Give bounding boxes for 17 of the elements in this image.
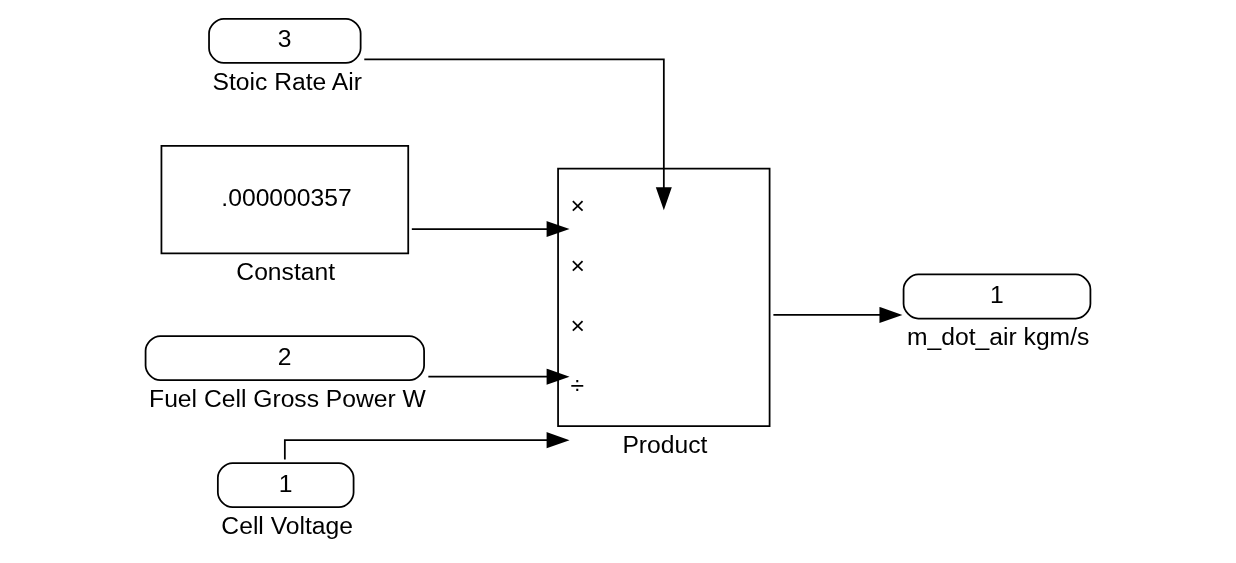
arrow bbox=[363, 58, 672, 211]
node-label: Fuel Cell Gross Power W bbox=[149, 385, 426, 413]
node-label: Constant bbox=[236, 258, 336, 286]
node-label: m_dot_air kgm/s bbox=[907, 323, 1090, 351]
node-label: Stoic Rate Air bbox=[212, 67, 362, 95]
node-box: 3 bbox=[208, 17, 362, 64]
node-box: 1 bbox=[902, 273, 1092, 320]
arrow bbox=[283, 432, 570, 461]
arrow bbox=[772, 306, 903, 324]
arrow bbox=[410, 221, 570, 238]
node-box: 2 bbox=[144, 335, 425, 382]
node-box: × × × ÷ bbox=[557, 167, 771, 427]
node-box: .000000357 bbox=[160, 144, 410, 255]
node-label: Cell Voltage bbox=[221, 511, 353, 539]
node-label: Product bbox=[622, 430, 708, 458]
node-box: 1 bbox=[216, 462, 355, 508]
arrow bbox=[427, 368, 570, 385]
